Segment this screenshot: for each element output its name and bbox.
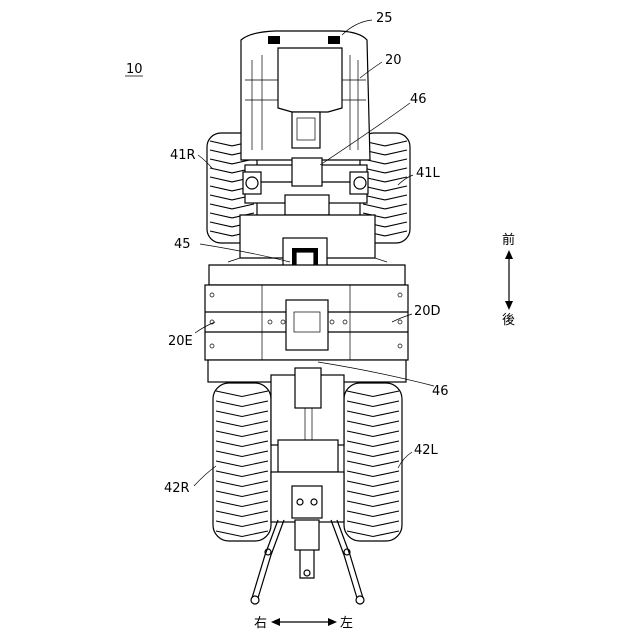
- label-front-right-wheel: 41R: [170, 148, 196, 163]
- label-hood: 25: [376, 11, 393, 26]
- rear-left-wheel: [344, 383, 402, 541]
- front-rear-arrow: 前 後: [502, 232, 515, 328]
- figure-number-text: 10: [126, 62, 143, 77]
- label-rear-axle-link: 46: [432, 384, 449, 399]
- label-rear-right-wheel: 42R: [164, 481, 190, 496]
- rear-right-wheel: [213, 383, 271, 541]
- label-right-frame: 20E: [168, 334, 193, 349]
- direction-right: 右: [254, 616, 267, 631]
- direction-rear: 後: [502, 313, 515, 328]
- figure-number: 10: [125, 62, 143, 77]
- label-left-frame: 20D: [414, 304, 441, 319]
- label-body-frame: 20: [385, 53, 402, 68]
- hood: [241, 31, 370, 160]
- label-front-axle-link: 46: [410, 92, 427, 107]
- direction-left: 左: [340, 616, 353, 631]
- label-center-component: 45: [174, 237, 191, 252]
- right-left-arrow: 右 左: [254, 616, 353, 631]
- rear-chassis: [205, 265, 408, 382]
- label-rear-left-wheel: 42L: [414, 443, 439, 458]
- direction-front: 前: [502, 232, 515, 248]
- label-front-left-wheel: 41L: [416, 166, 441, 181]
